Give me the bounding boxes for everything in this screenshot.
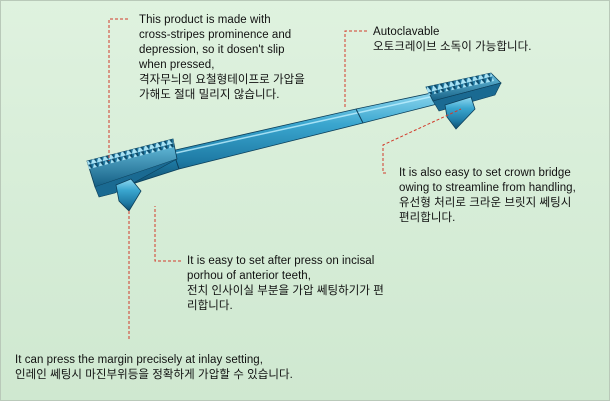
callout-autoclave-en-1: Autoclavable [373, 26, 440, 38]
callout-crown-en-2: owing to streamline from handling, [399, 182, 576, 194]
callout-grip: This product is made with cross-stripes … [139, 13, 305, 103]
callout-grip-en-3: depression, so it dosen't slip [139, 44, 285, 56]
callout-autoclave: Autoclavable 오토크레이브 소독이 가능합니다. [373, 25, 532, 55]
callout-crown: It is also easy to set crown bridge owin… [399, 166, 576, 226]
instrument-left-grip [86, 138, 178, 212]
callout-incisal-ko-1: 전치 인사이실 부분을 가압 쎄팅하기가 편 [187, 285, 384, 297]
callout-crown-ko-1: 유선형 처리로 크라운 브릿지 쎄팅시 [399, 197, 572, 209]
callout-crown-ko-2: 편리합니다. [399, 212, 456, 224]
callout-incisal: It is easy to set after press on incisal… [187, 254, 384, 314]
callout-incisal-ko-2: 리합니다. [187, 300, 233, 312]
callout-grip-ko-1: 격자무늬의 요철형테이프로 가압을 [139, 74, 305, 86]
callout-inlay-en-1: It can press the margin precisely at inl… [15, 354, 263, 366]
callout-inlay-ko-1: 인레인 쎄팅시 마진부위등을 정확하게 가압할 수 있습니다. [15, 369, 293, 381]
callout-grip-en-1: This product is made with [139, 14, 271, 26]
callout-crown-en-1: It is also easy to set crown bridge [399, 167, 571, 179]
instrument-right-grip [425, 72, 502, 130]
leader-lines [108, 18, 462, 341]
callout-grip-en-2: cross-stripes prominence and [139, 29, 292, 41]
callout-grip-en-4: when pressed, [139, 59, 215, 71]
callout-autoclave-ko-1: 오토크레이브 소독이 가능합니다. [373, 41, 532, 53]
callout-grip-ko-2: 가해도 절대 밀리지 않습니다. [139, 89, 280, 101]
callout-inlay: It can press the margin precisely at inl… [15, 353, 293, 383]
callout-incisal-en-1: It is easy to set after press on incisal [187, 255, 375, 267]
callout-incisal-en-2: porhou of anterior teeth, [187, 270, 311, 282]
